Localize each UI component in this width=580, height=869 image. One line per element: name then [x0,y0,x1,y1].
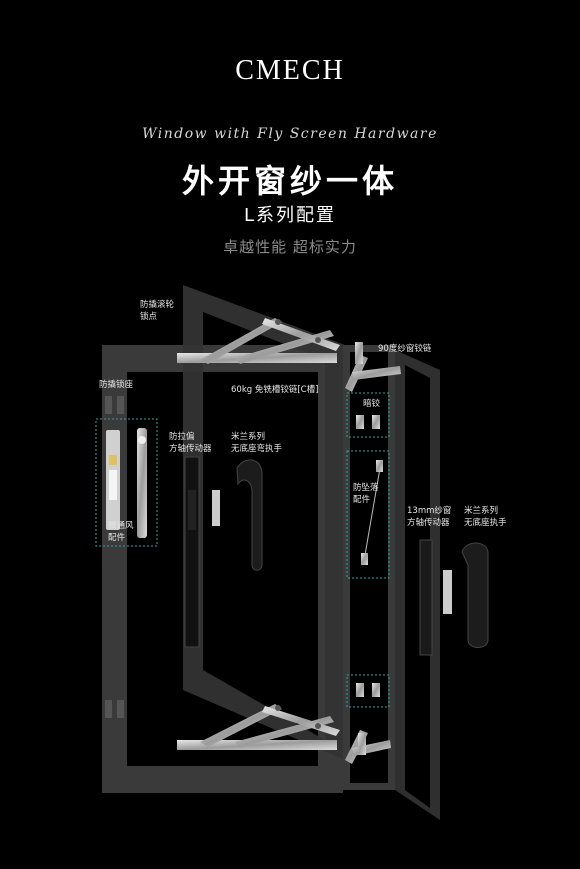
hidden-hinge-top [346,392,390,438]
page-title: 外开窗纱一体 [181,162,398,200]
bottom-hinge [177,704,340,750]
label-anti-pull-drive: 防拉偏 方轴传动器 [169,432,212,454]
micro-vent-box [95,418,158,547]
page-subtitle: L系列配置 [243,205,337,226]
drive-gear [184,456,220,648]
hidden-hinge-bottom [346,674,390,708]
open-sash [183,285,345,760]
label-anti-fall-chain: 防坠落 配件 [353,483,379,505]
script-title: Window with Fly Screen Hardware [142,126,438,142]
anti-fall-chain [346,450,390,579]
label-hidden-hinge: 暗铰 [363,399,381,409]
label-anti-pry-lock-seat: 防撬锁座 [99,380,134,390]
screen-hinge-top [345,342,401,392]
lock-seats-left [105,396,124,718]
screen-drive-gear [419,539,452,656]
brand-logo: CMECH [235,55,345,86]
label-milan-handle: 米兰系列 无底座执手 [464,506,507,528]
label-anti-pry-roller: 防撬滚轮 锁点 [140,300,175,322]
label-micro-vent: 微通风 配件 [108,521,134,543]
label-milan-curved-handle: 米兰系列 无底座弯执手 [231,432,283,454]
top-hinge [177,318,340,364]
label-screen-hinge-90: 90度纱窗铰链 [378,344,432,354]
curved-handle [236,459,263,571]
label-hinge-60kg: 60kg 免铣槽铰链[C槽] [231,385,319,395]
screen-hinge-bottom [345,730,391,764]
tagline: 卓越性能 超标实力 [223,238,357,256]
straight-handle [461,542,489,648]
label-screen-drive-13mm: 13mm纱窗 方轴传动器 [407,506,452,528]
